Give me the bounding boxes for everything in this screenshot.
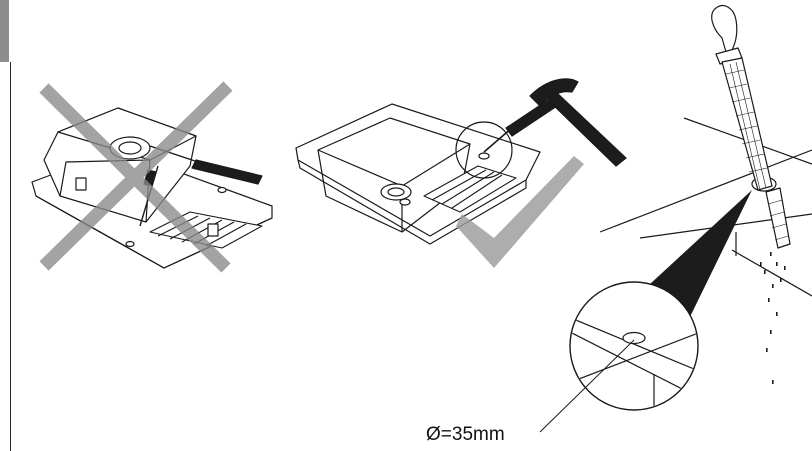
round-file-icon — [711, 5, 791, 249]
tap-hole-highlight — [455, 121, 513, 179]
drainer-grooves — [423, 165, 517, 213]
page-tab-marker — [0, 0, 9, 62]
shavings — [760, 252, 786, 384]
checkmark-icon — [456, 156, 584, 268]
cross-icon — [39, 81, 233, 273]
hole-diameter-label: Ø=35mm — [426, 424, 505, 445]
dimension-leader — [539, 339, 635, 433]
correct-method-illustration — [295, 78, 627, 245]
page-margin-line — [10, 62, 11, 451]
zoom-detail — [569, 281, 699, 411]
tap-hole-mark — [478, 152, 490, 160]
mounting-clip — [75, 177, 87, 191]
zoom-circle — [569, 281, 699, 411]
mounting-clip — [207, 223, 219, 237]
hammer-icon — [483, 78, 627, 167]
tap-hole-mark — [622, 331, 646, 345]
